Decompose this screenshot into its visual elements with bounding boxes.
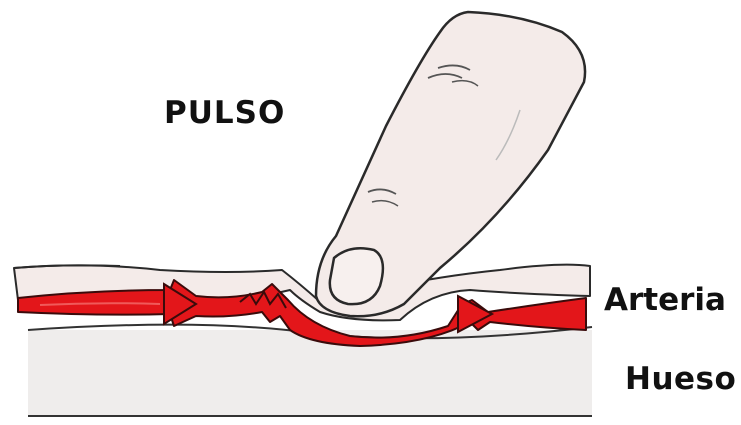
diagram-title: PULSO	[164, 98, 285, 129]
bone-label: Hueso	[625, 364, 736, 395]
artery-label: Arteria	[604, 285, 726, 316]
